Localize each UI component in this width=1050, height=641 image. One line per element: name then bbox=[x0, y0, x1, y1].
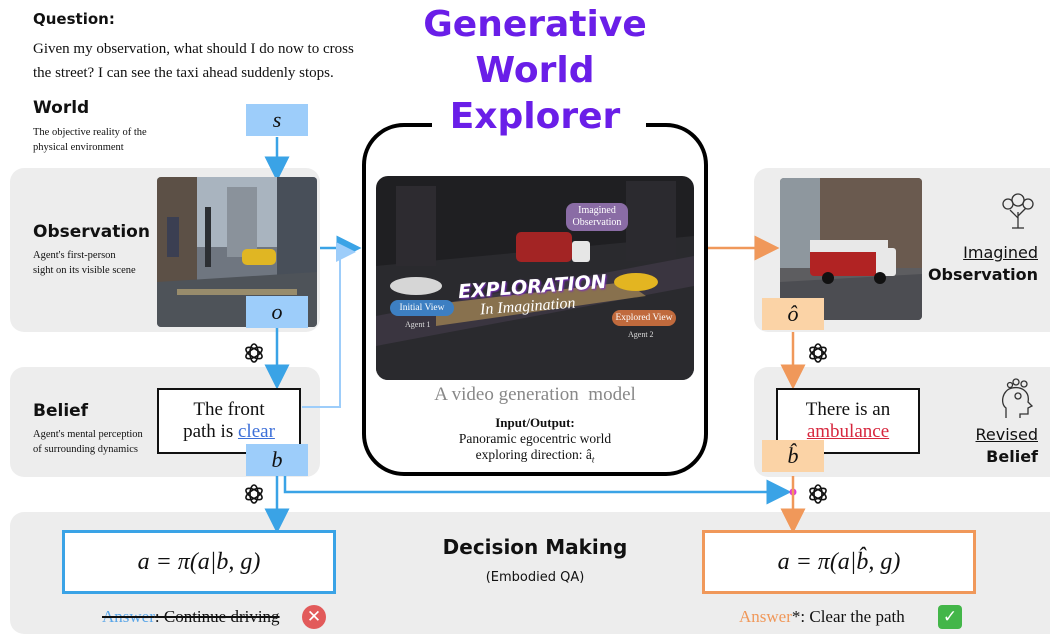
exploration-image bbox=[376, 176, 694, 380]
left-answer-label: Answer bbox=[102, 607, 155, 626]
left-answer: Answer: Continue driving bbox=[102, 607, 280, 627]
revised-belief-label: Revised Belief bbox=[900, 424, 1039, 468]
right-answer: Answer*: Clear the path bbox=[739, 607, 905, 627]
imagined-label-line-2: Observation bbox=[927, 265, 1038, 284]
belief-text-prefix: path is bbox=[183, 421, 238, 442]
belief-heading: Belief bbox=[33, 401, 89, 421]
var-s: s bbox=[246, 104, 308, 136]
world-desc-line-2: physical environment bbox=[33, 142, 124, 153]
world-desc: The objective reality of the physical en… bbox=[33, 125, 147, 155]
video-model-label: A video generation model bbox=[434, 384, 636, 405]
imagined-observation-label: Imagined Observation bbox=[900, 242, 1038, 286]
belief-desc-line-2: of surrounding dynamics bbox=[33, 444, 138, 455]
left-answer-text: : Continue driving bbox=[154, 607, 280, 626]
var-o: o bbox=[246, 296, 308, 328]
right-answer-label: Answer bbox=[739, 607, 792, 626]
io-heading: Input/Output: bbox=[495, 415, 575, 430]
agent-1-label: Agent 1 bbox=[405, 320, 431, 329]
belief-desc: Agent's mental perception of surrounding… bbox=[33, 427, 143, 457]
bubble-line-2: Observation bbox=[572, 217, 622, 228]
x-mark-icon: ✕ bbox=[302, 605, 326, 629]
left-policy-equation: a = π(a|b, g) bbox=[62, 530, 336, 594]
agent-2-label: Agent 2 bbox=[628, 330, 654, 339]
observation-desc-line-2: sight on its visible scene bbox=[33, 265, 136, 276]
right-answer-text: *: Clear the path bbox=[791, 607, 905, 626]
openai-logo-icon bbox=[242, 482, 266, 506]
belief-text-box: The front path is clear bbox=[157, 388, 301, 454]
title-line-3: Explorer bbox=[449, 96, 621, 137]
observation-desc: Agent's first-person sight on its visibl… bbox=[33, 248, 136, 278]
io-line-1: Panoramic egocentric world bbox=[458, 431, 612, 446]
question-text: Given my observation, what should I do n… bbox=[33, 37, 354, 85]
tree-brain-icon bbox=[998, 190, 1038, 235]
initial-view-badge: Initial View bbox=[390, 300, 454, 316]
title-line-2: World bbox=[475, 50, 595, 91]
io-text: Panoramic egocentric world exploring dir… bbox=[380, 431, 690, 468]
check-mark-icon: ✓ bbox=[938, 605, 962, 629]
imagined-observation-bubble: Imagined Observation bbox=[566, 203, 628, 231]
title-line-1: Generative bbox=[423, 4, 647, 45]
observation-desc-line-1: Agent's first-person bbox=[33, 250, 116, 261]
question-line-2: the street? I can see the taxi ahead sud… bbox=[33, 65, 334, 81]
decision-subtitle: (Embodied QA) bbox=[485, 570, 585, 585]
observation-heading: Observation bbox=[33, 222, 150, 242]
question-line-1: Given my observation, what should I do n… bbox=[33, 41, 354, 57]
io-line-2: exploring direction: ât bbox=[380, 447, 690, 468]
observation-street-image bbox=[157, 177, 317, 327]
openai-logo-icon bbox=[242, 341, 266, 365]
world-desc-line-1: The objective reality of the bbox=[33, 127, 147, 138]
var-b: b bbox=[246, 444, 308, 476]
io-subscript: t bbox=[591, 454, 595, 465]
generative-world-explorer-title: Generative World Explorer bbox=[380, 2, 690, 140]
title-mask bbox=[432, 100, 646, 142]
revised-label-line-1: Revised bbox=[975, 425, 1039, 444]
belief-text-line-1: The front bbox=[193, 399, 265, 420]
openai-logo-icon bbox=[806, 341, 830, 365]
openai-logo-icon bbox=[806, 482, 830, 506]
world-heading: World bbox=[33, 98, 90, 118]
revised-link-ambulance: ambulance bbox=[806, 421, 890, 442]
var-o-hat: ô bbox=[762, 298, 824, 330]
io-line-2-text: exploring direction: â bbox=[475, 447, 592, 462]
revised-label-line-2: Belief bbox=[986, 447, 1038, 466]
right-policy-equation: a = π(a|b̂, g) bbox=[702, 530, 976, 594]
explored-view-badge: Explored View bbox=[612, 310, 676, 326]
decision-title: Decision Making bbox=[442, 535, 628, 559]
head-gears-icon bbox=[998, 376, 1038, 425]
question-heading: Question: bbox=[33, 10, 115, 28]
revised-text-line-1: There is an bbox=[805, 399, 891, 420]
belief-link-clear: clear bbox=[237, 421, 275, 442]
belief-text-line-2: path is clear bbox=[183, 421, 275, 443]
imagined-label-line-1: Imagined bbox=[963, 243, 1038, 262]
var-b-hat: b̂ bbox=[762, 440, 824, 472]
bubble-line-1: Imagined bbox=[578, 205, 616, 216]
belief-desc-line-1: Agent's mental perception bbox=[33, 429, 143, 440]
